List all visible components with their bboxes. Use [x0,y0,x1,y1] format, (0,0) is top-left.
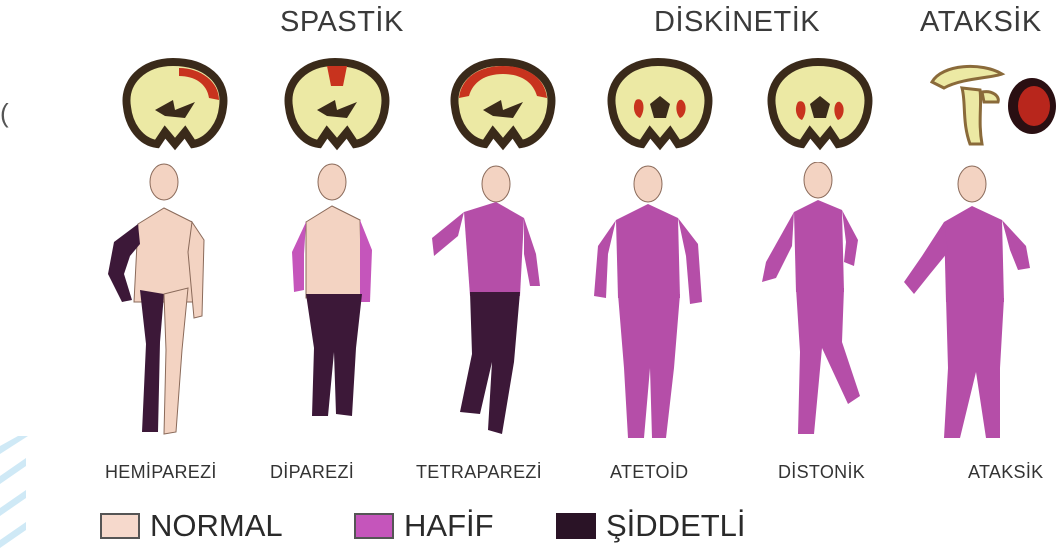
label-distonik: DİSTONİK [778,462,865,483]
legend-hafif: HAFİF [354,506,494,546]
figure-hemiparezi [100,162,230,448]
label-tetraparezi: TETRAPAREZİ [416,462,542,483]
figure-diparezi [276,162,406,448]
label-hemiparezi: HEMİPAREZİ [105,462,217,483]
legend-normal-swatch [100,513,140,539]
brain-tetraparezi [443,52,563,152]
legend-siddetli: ŞİDDETLİ [556,506,746,546]
legend-hafif-label: HAFİF [404,508,494,544]
legend-siddetli-swatch [556,513,596,539]
heading-diskinetik: DİSKİNETİK [654,6,820,39]
legend-normal-label: NORMAL [150,508,283,544]
legend-hafif-swatch [354,513,394,539]
figure-tetraparezi [424,162,554,448]
label-ataksik: ATAKSİK [968,462,1043,483]
brain-distonik [760,52,880,152]
brain-hemiparezi [115,52,235,152]
figure-distonik [756,162,886,448]
brain-diparezi [277,52,397,152]
label-atetoid: ATETOİD [610,462,688,483]
figure-atetoid [586,162,716,448]
edge-glyph: ( [0,98,9,129]
legend-siddetli-label: ŞİDDETLİ [606,508,746,544]
label-diparezi: DİPAREZİ [270,462,354,483]
brain-ataksik [922,52,1062,152]
legend-normal: NORMAL [100,506,283,546]
brain-atetoid [600,52,720,152]
heading-ataksik: ATAKSİK [920,6,1042,39]
heading-spastik: SPASTİK [280,6,404,39]
figure-ataksik [900,162,1040,448]
edge-decoration [0,436,30,553]
